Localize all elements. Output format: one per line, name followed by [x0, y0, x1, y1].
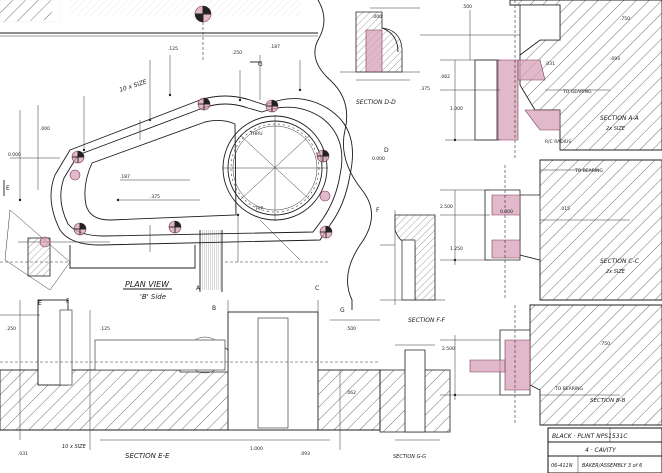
section-a-a-scale: 2x SIZE [606, 126, 626, 132]
dim: .015 [560, 206, 570, 212]
datum-targets-plan [39, 97, 333, 248]
section-a-a: SECTION A-A 2x SIZE TO GEARING [420, 0, 662, 160]
section-e-e: SECTION E-E 10 x SIZE [0, 299, 381, 460]
title-block-part: BLACK · PLINT NPS1531C [552, 433, 628, 440]
marker: D [384, 147, 389, 154]
section-b-b-title: SECTION B-B [590, 398, 626, 404]
dim: .062 [346, 390, 356, 396]
section-c-c: SECTION C-C 2x SIZE TO BEARING [440, 159, 662, 301]
plan-view-title: PLAN VIEW [125, 280, 170, 289]
marker: F [66, 298, 70, 305]
section-f-f: SECTION F-F [380, 210, 446, 324]
dim: .750 [620, 16, 630, 22]
dim: 0.000 [8, 152, 21, 158]
marker: E [6, 185, 10, 192]
dim: .750 [600, 341, 610, 347]
section-markers: G D E A C F E F B G [3, 61, 389, 314]
dim: 2.500 [440, 204, 453, 210]
datum-target [319, 225, 333, 239]
datum-target [265, 99, 279, 113]
section-g-g: SECTION G-G [379, 344, 451, 460]
dim: .125 [100, 326, 110, 332]
datum-target [197, 97, 211, 111]
note-to-bearing: TO BEARING [574, 168, 604, 174]
marker: C [315, 285, 319, 292]
note: THRU [249, 131, 263, 137]
section-a-a-title: SECTION A-A [600, 115, 639, 122]
scale-label-10x: 10 x SIZE [118, 78, 147, 94]
marker: A [196, 285, 201, 292]
title-block-row3-left: 06-411N [551, 463, 573, 469]
dim: .250 [232, 50, 242, 56]
section-c-c-scale: 2x SIZE [606, 269, 626, 275]
dim: .125 [168, 46, 178, 52]
dim: .187 [270, 44, 280, 50]
note-to-gearing: TO GEARING [562, 89, 592, 95]
datum-target [73, 222, 87, 236]
top-left-hatched-field [0, 0, 61, 23]
plan-view [0, 55, 353, 292]
dim: .500 [462, 4, 472, 10]
section-f-f-title: SECTION F-F [408, 317, 446, 324]
note-to-bearing-b: TO BEARING [554, 386, 584, 392]
marker: F [376, 207, 380, 214]
dim: 0.000 [500, 209, 513, 215]
dim: .031 [18, 451, 28, 457]
datum-target-top [194, 5, 212, 60]
marker: G [340, 307, 345, 314]
dim: .093 [300, 451, 310, 457]
dim: .375 [420, 86, 430, 92]
view-boundary-curve [314, 0, 372, 310]
datum-target [39, 236, 51, 248]
scale-label-10x-bottom: 10 x SIZE [62, 444, 87, 450]
datum-target [69, 169, 81, 181]
plan-view-subtitle: 'B' Side [140, 293, 166, 301]
section-b-b: SECTION B-B TO BEARING [440, 304, 662, 426]
dim: 2.500 [442, 346, 455, 352]
marker: B [212, 305, 216, 312]
dim: 1.250 [450, 246, 463, 252]
dim: .062 [440, 74, 450, 80]
section-c-c-title: SECTION C-C [600, 258, 640, 265]
title-block: BLACK · PLINT NPS1531C 4 · CAVITY 06-411… [547, 427, 662, 473]
dim: .031 [545, 61, 555, 67]
dim: 1.000 [250, 446, 263, 452]
dim: .250 [6, 326, 16, 332]
title-block-row3-right: BAKER/ASSEMBLY 3 of 6 [582, 463, 642, 469]
marker: E [38, 300, 42, 307]
dim: 0.000 [372, 156, 385, 162]
section-g-g-title: SECTION G-G [393, 454, 426, 460]
note: TYP [254, 206, 263, 212]
dim: .093 [610, 56, 620, 62]
datum-target [316, 149, 330, 163]
title-block-cavity: 4 · CAVITY [585, 447, 617, 454]
section-e-e-title: SECTION E-E [125, 452, 170, 460]
dim: .000 [40, 126, 50, 132]
dim: .500 [346, 326, 356, 332]
note: R/C RADIUS [545, 139, 571, 145]
section-d-d-title: SECTION D-D [356, 99, 396, 106]
top-mid-hatched-field [0, 0, 318, 37]
dim: 1.000 [450, 106, 463, 112]
leader-dots [18, 88, 457, 397]
dim: .187 [120, 174, 130, 180]
datum-target [71, 150, 85, 164]
dimension-values: 0.000 0.000 .125 .250 .187 .000 .500 .06… [6, 4, 630, 457]
marker: G [258, 61, 263, 68]
datum-target [168, 220, 182, 234]
dim: .000 [372, 14, 382, 20]
datum-target [319, 190, 331, 202]
section-d-d: SECTION D-D [340, 7, 420, 106]
dim: .375 [150, 194, 160, 200]
